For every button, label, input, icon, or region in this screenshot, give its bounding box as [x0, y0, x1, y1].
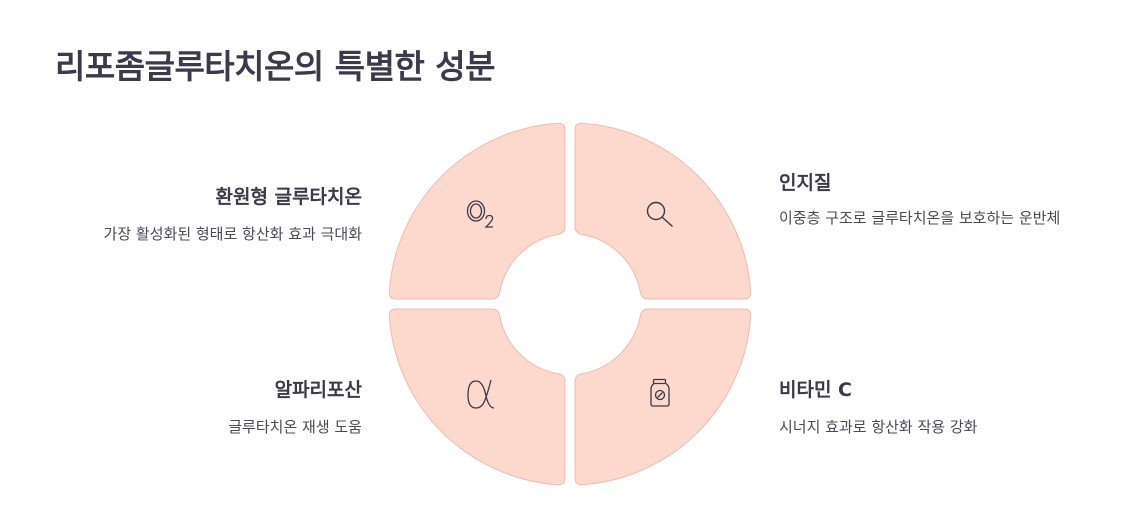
label-top-left: 환원형 글루타치온 가장 활성화된 형태로 항산화 효과 극대화: [104, 182, 362, 247]
label-bottom-right: 비타민 C 시너지 효과로 항산화 작용 강화: [779, 375, 977, 440]
segment-heading: 인지질: [779, 172, 832, 194]
segment-heading: 알파리포산: [274, 379, 362, 401]
segment-heading: 비타민 C: [779, 379, 852, 401]
segment-bottom-right[interactable]: [574, 308, 752, 486]
segment-top-left[interactable]: [388, 122, 566, 300]
segment-bottom-left[interactable]: [388, 308, 566, 486]
alpha-icon: [467, 379, 495, 409]
label-bottom-left: 알파리포산 글루타치온 재생 도움: [228, 375, 362, 440]
oxygen-o2-icon: [466, 200, 494, 228]
page-title: 리포좀글루타치온의 특별한 성분: [55, 47, 496, 86]
segment-top-right[interactable]: [574, 122, 752, 300]
segment-description: 가장 활성화된 형태로 항산화 효과 극대화: [103, 225, 362, 243]
supplement-jar-icon: [650, 378, 670, 407]
segment-description: 시너지 효과로 항산화 작용 강화: [779, 418, 978, 436]
segment-description: 이중층 구조로 글루타치온을 보호하는 운반체: [779, 209, 1061, 227]
magnifier-icon: [646, 201, 673, 228]
label-top-right: 인지질 이중층 구조로 글루타치온을 보호하는 운반체: [779, 168, 1089, 231]
segment-description: 글루타치온 재생 도움: [228, 418, 362, 436]
segment-heading: 환원형 글루타치온: [215, 186, 362, 208]
